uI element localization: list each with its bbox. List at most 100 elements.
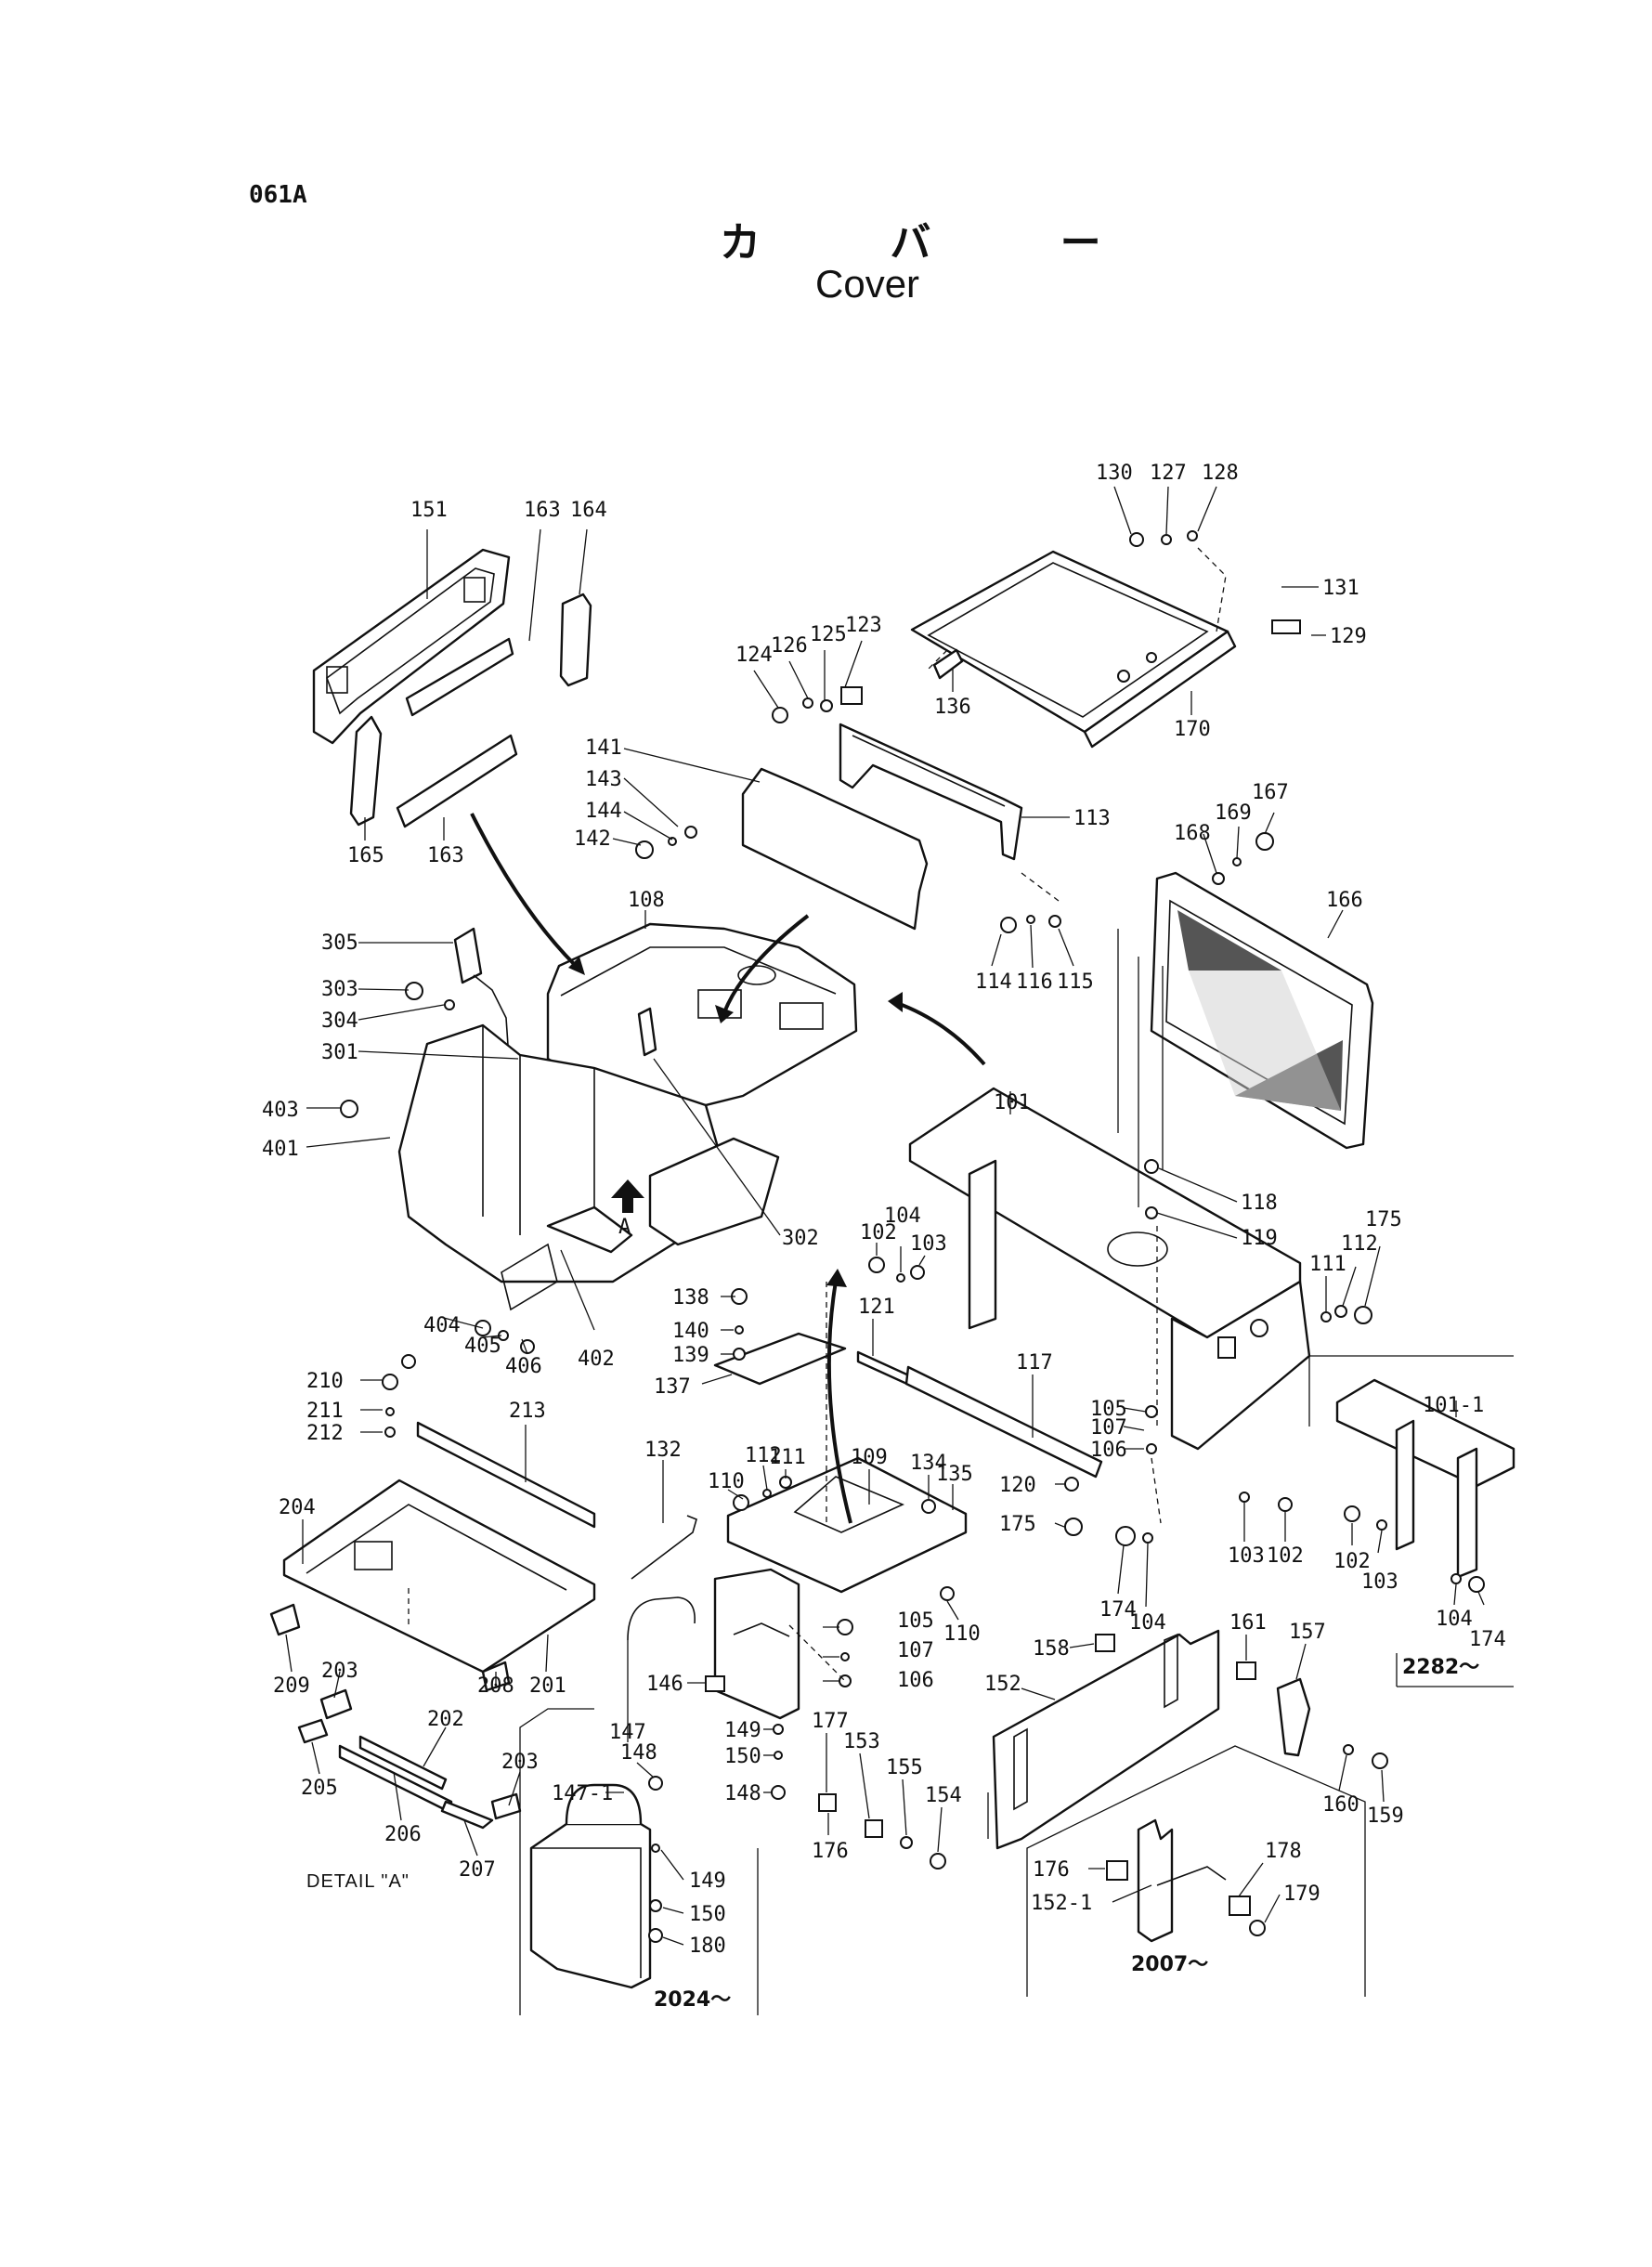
part-rod-132: [631, 1515, 697, 1580]
part-label: 201: [529, 1674, 566, 1698]
serial-note-2007: 2007～: [1131, 1953, 1208, 1976]
part-label: 119: [1241, 1227, 1278, 1250]
part-label: 165: [347, 844, 384, 867]
part-label: 304: [321, 1010, 358, 1033]
part-seal-vertical: [349, 715, 383, 827]
part-label: 175: [1365, 1208, 1402, 1231]
title-japanese: カ バ ー: [720, 219, 1159, 267]
part-label: 202: [427, 1708, 464, 1731]
part-plate-207: [440, 1800, 494, 1830]
part-label: 180: [689, 1935, 726, 1958]
part-label: 105: [897, 1609, 934, 1633]
part-label: 118: [1241, 1192, 1278, 1215]
part-label: 134: [910, 1452, 947, 1475]
part-label: 211: [306, 1400, 344, 1423]
part-label: 102: [860, 1221, 897, 1244]
part-label: 207: [459, 1858, 496, 1882]
part-label: 125: [810, 623, 847, 646]
part-label: 115: [1057, 971, 1094, 994]
part-label: 174: [1099, 1598, 1137, 1622]
part-label: 130: [1096, 462, 1133, 485]
part-box-bracket-109: [726, 1456, 968, 1594]
part-label: 404: [423, 1314, 461, 1337]
part-label: 206: [384, 1823, 422, 1846]
part-label: 123: [845, 614, 882, 637]
part-label: 126: [771, 634, 808, 658]
serial-note-2282: 2282～: [1402, 1656, 1479, 1679]
part-label: 204: [279, 1496, 316, 1519]
part-label: 132: [644, 1439, 682, 1462]
part-seal-strip-lower: [396, 734, 518, 828]
part-handle-147: [627, 1596, 696, 1641]
title-english: Cover: [815, 262, 920, 306]
part-label: 137: [654, 1375, 691, 1399]
part-label: 101: [994, 1091, 1031, 1114]
part-strip-213: [416, 1421, 596, 1529]
part-label: 129: [1330, 625, 1367, 648]
part-bar-117: [904, 1365, 1103, 1479]
part-label: 154: [925, 1784, 962, 1807]
part-label: 136: [934, 696, 971, 719]
part-label: 112: [745, 1444, 782, 1467]
part-label: 174: [1469, 1628, 1506, 1651]
part-label: 161: [1229, 1611, 1267, 1635]
part-label: 150: [689, 1903, 726, 1926]
leader-lines: [285, 486, 1485, 1946]
part-label: 177: [812, 1710, 849, 1733]
part-label: 142: [574, 827, 611, 851]
part-fuel-tank-box: [648, 1137, 780, 1246]
part-label: 107: [897, 1639, 934, 1662]
part-bracket-113: [839, 723, 1023, 861]
part-label: 178: [1265, 1840, 1302, 1863]
part-label: 160: [1322, 1793, 1359, 1817]
part-seal-strip-upper: [405, 637, 514, 717]
part-label: 401: [262, 1138, 299, 1161]
part-label: 303: [321, 978, 358, 1001]
part-label: 110: [708, 1470, 745, 1493]
part-label: 109: [851, 1446, 888, 1469]
part-label: 117: [1016, 1351, 1053, 1375]
part-label: 139: [672, 1344, 709, 1367]
part-label: 104: [884, 1205, 921, 1228]
part-plate-205: [297, 1718, 329, 1744]
parts-geometry: [269, 548, 1515, 1989]
part-label: 152: [984, 1673, 1021, 1696]
part-label: 148: [620, 1741, 657, 1765]
part-label: 103: [910, 1232, 947, 1256]
part-label: 102: [1333, 1550, 1371, 1573]
part-label: 159: [1367, 1804, 1404, 1828]
part-label: 205: [301, 1777, 338, 1800]
part-label: 151: [410, 499, 448, 522]
part-label: 163: [427, 844, 464, 867]
part-label: 105: [1090, 1398, 1127, 1421]
part-label: 169: [1215, 801, 1252, 825]
part-label: 179: [1283, 1883, 1320, 1906]
part-label: 149: [689, 1870, 726, 1893]
part-label: 138: [672, 1286, 709, 1309]
part-label: 113: [1073, 807, 1111, 830]
page-code: 061A: [249, 181, 307, 209]
part-label: 148: [724, 1782, 761, 1805]
part-label: 203: [321, 1660, 358, 1683]
part-label: 208: [477, 1674, 514, 1698]
part-label: 120: [999, 1474, 1036, 1497]
part-label: 212: [306, 1422, 344, 1445]
part-latch-157: [1276, 1677, 1311, 1757]
part-label: 210: [306, 1370, 344, 1393]
screen-mesh: [1177, 910, 1281, 971]
part-label: 127: [1150, 462, 1187, 485]
part-label: 121: [858, 1296, 895, 1319]
detail-a-caption: DETAIL "A": [306, 1871, 410, 1892]
part-label: 103: [1361, 1570, 1398, 1594]
part-mirror: [453, 927, 483, 984]
assembly-lines: [408, 547, 1514, 2015]
part-label: 403: [262, 1099, 299, 1122]
part-label: 146: [646, 1673, 683, 1696]
part-label: 149: [724, 1719, 761, 1742]
part-label: 108: [628, 889, 665, 912]
part-label: 124: [735, 644, 773, 667]
part-spacer-203-upper: [319, 1688, 353, 1720]
part-label: 135: [936, 1463, 973, 1486]
